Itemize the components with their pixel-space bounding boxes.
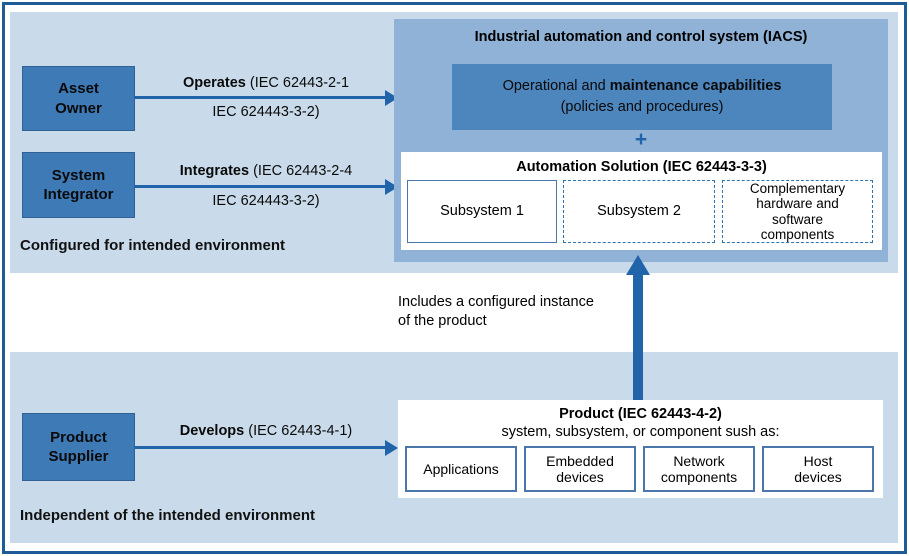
configured-instance-note: Includes a configured instance of the pr… [398, 294, 594, 329]
asset-owner-box: Asset Owner [22, 66, 135, 131]
operates-verb: Operates [182, 75, 246, 91]
configured-environment-caption: Configured for intended environment [20, 237, 285, 254]
develops-verb: Develops [179, 423, 245, 439]
ops-line1: Operational and maintenance capabilities [503, 76, 782, 97]
product-to-solution-arrow-line [633, 275, 643, 400]
product-supplier-box: Product Supplier [22, 413, 135, 481]
integrates-ref2: IEC 624443-3-2) [212, 193, 320, 209]
network-components-box: Network components [643, 446, 755, 492]
subsystem-2-box: Subsystem 2 [563, 180, 715, 243]
complementary-components-box: Complementary hardware and software comp… [722, 180, 873, 243]
integrates-ref: (IEC 62443-2-4 [249, 163, 353, 179]
operates-ref: (IEC 62443-2-1 [245, 75, 350, 91]
embedded-devices-box: Embedded devices [524, 446, 636, 492]
subsystem-1-box: Subsystem 1 [407, 180, 557, 243]
iacs-title: Industrial automation and control system… [474, 29, 808, 45]
ops-line2: (policies and procedures) [560, 99, 724, 115]
operates-label: Operates (IEC 62443-2-1 [135, 75, 397, 91]
automation-solution-box: Automation Solution (IEC 62443-3-3) Subs… [401, 152, 882, 250]
iacs-box: Industrial automation and control system… [394, 19, 888, 262]
independent-environment-caption: Independent of the intended environment [20, 507, 316, 524]
ops-line1-bold: maintenance capabilities [609, 77, 782, 94]
operates-ref2: IEC 624443-3-2) [212, 104, 320, 120]
arrow-right-icon [385, 440, 398, 456]
develops-arrow-line [135, 446, 385, 449]
product-box: Product (IEC 62443-4-2) system, subsyste… [398, 400, 883, 498]
host-devices-box: Host devices [762, 446, 874, 492]
product-title: Product (IEC 62443-4-2) [559, 406, 722, 422]
operational-capabilities-box: Operational and maintenance capabilities… [452, 64, 832, 130]
complementary-components-label: Complementary hardware and software comp… [749, 181, 846, 242]
system-integrator-box: System Integrator [22, 152, 135, 218]
arrow-up-icon [626, 255, 650, 275]
automation-solution-title: Automation Solution (IEC 62443-3-3) [516, 159, 767, 175]
develops-label: Develops (IEC 62443-4-1) [135, 423, 397, 439]
integrates-arrow-line [135, 185, 385, 188]
operates-arrow-line [135, 96, 385, 99]
plus-icon: + [634, 128, 648, 151]
ops-line1-regular: Operational and [502, 77, 610, 94]
applications-box: Applications [405, 446, 517, 492]
integrates-verb: Integrates [179, 163, 250, 179]
integrates-label: Integrates (IEC 62443-2-4 [135, 163, 397, 179]
product-subtitle: system, subsystem, or component sush as: [501, 424, 780, 440]
develops-ref: (IEC 62443-4-1) [244, 423, 353, 439]
